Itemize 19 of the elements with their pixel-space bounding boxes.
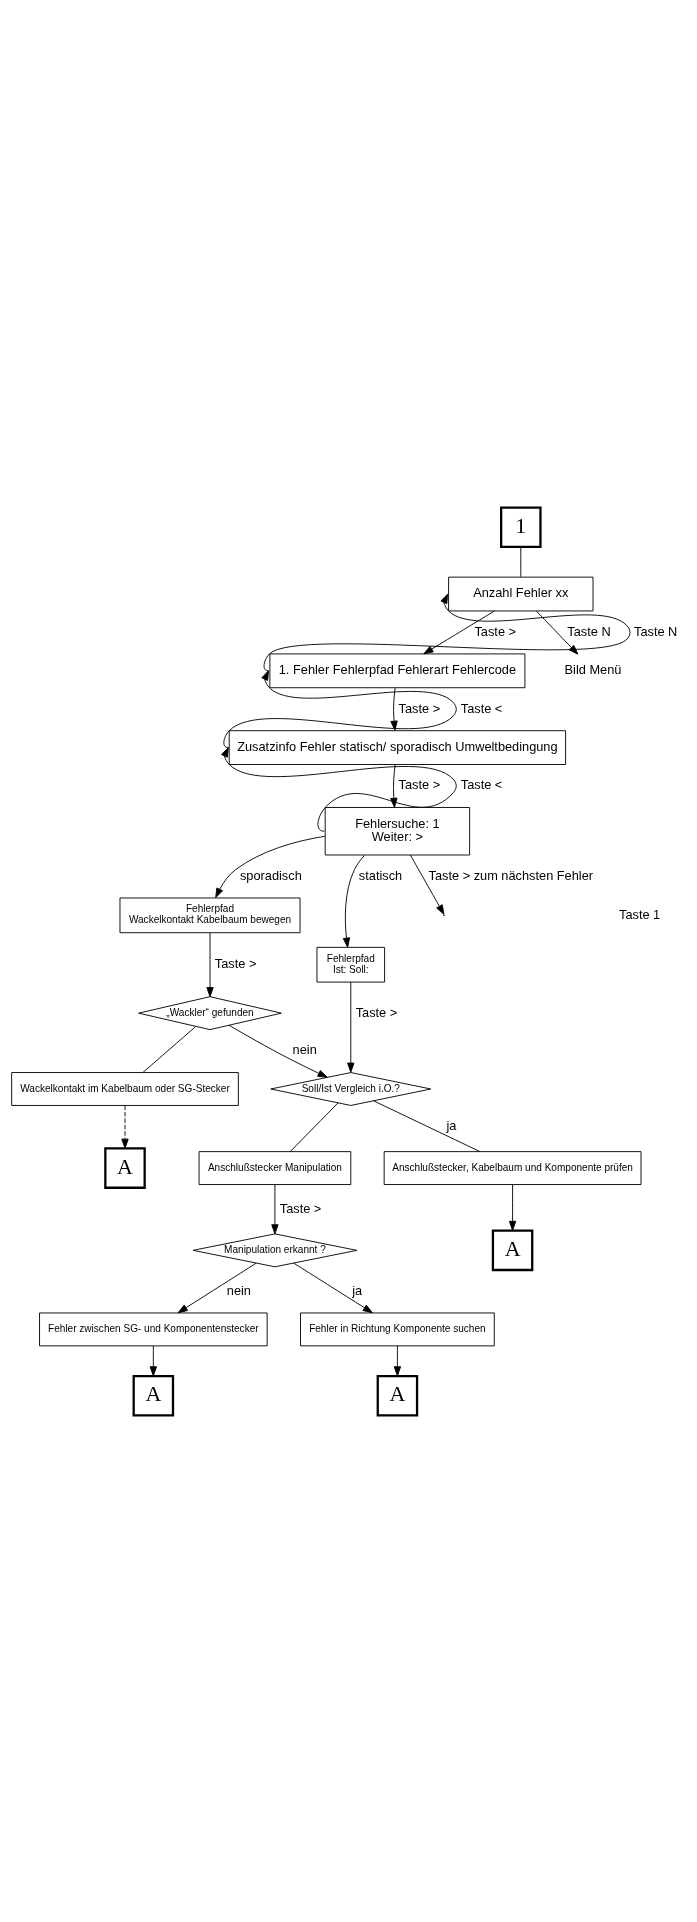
edge-label: sporadisch bbox=[239, 867, 302, 883]
edge-label: ja bbox=[352, 1282, 363, 1298]
edge-label: Taste > zum nächsten Fehler bbox=[428, 867, 594, 883]
edge-label: Taste > bbox=[398, 700, 441, 716]
edge-label: statisch bbox=[358, 867, 403, 883]
node-text: Bild Menü bbox=[564, 661, 622, 677]
edge-label: Taste < bbox=[460, 776, 503, 792]
edge-label: Taste > bbox=[279, 1200, 322, 1216]
edge-label: Taste > bbox=[214, 955, 257, 971]
edge-label: Taste > bbox=[474, 623, 517, 639]
edge-label: Taste N bbox=[567, 623, 611, 639]
edge-label: nein bbox=[292, 1041, 317, 1057]
edge-label: Taste > bbox=[355, 1004, 398, 1020]
edge-label: nein bbox=[226, 1282, 251, 1298]
label: Taste 1 bbox=[619, 906, 661, 922]
edge-label: Taste N bbox=[634, 623, 678, 639]
edge-label: Taste < bbox=[460, 700, 503, 716]
edge-label: ja bbox=[446, 1117, 457, 1133]
edge-label: Taste > bbox=[398, 776, 441, 792]
